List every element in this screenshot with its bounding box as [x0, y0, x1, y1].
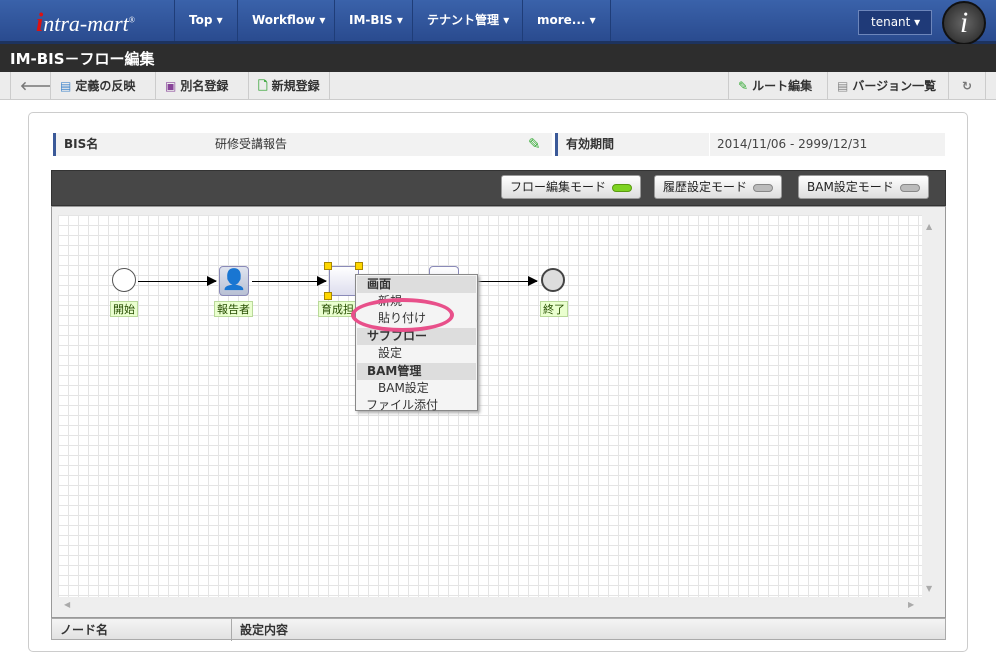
highlight-ellipse [351, 298, 454, 332]
scroll-right-icon[interactable]: ▶ [908, 600, 915, 609]
intra-mart-logo[interactable]: intra-mart® [36, 8, 135, 37]
back-button[interactable]: 🡐 [10, 72, 53, 100]
pencil-icon: ✎ [738, 79, 749, 93]
scroll-down-icon[interactable]: ▼ [926, 584, 933, 593]
tenant-dropdown[interactable]: tenant ▾ [858, 10, 932, 35]
route-edit-button[interactable]: ✎ルート編集 [728, 72, 821, 100]
bam-mode-button[interactable]: BAM設定モード [798, 175, 929, 199]
nav-im-bis[interactable]: IM-BIS ▾ [334, 0, 417, 41]
bis-name-label: BIS名 [53, 133, 208, 156]
new-file-icon: 🗋 [258, 79, 268, 93]
trainer-node[interactable] [329, 266, 359, 296]
refresh-icon: ↻ [961, 79, 973, 93]
flow-edit-mode-button[interactable]: フロー編集モード [501, 175, 642, 199]
selection-handle[interactable] [355, 262, 363, 270]
scroll-left-icon[interactable]: ◀ [64, 600, 71, 609]
flow-arrow[interactable] [478, 276, 538, 286]
edit-form-icon: ▣ [165, 79, 177, 93]
menu-header-screen: 画面 [357, 276, 476, 293]
flow-arrow[interactable] [252, 276, 327, 286]
canvas-header [51, 170, 946, 206]
nav-tenant-admin[interactable]: テナント管理 ▾ [412, 0, 523, 41]
selection-handle[interactable] [324, 292, 332, 300]
refresh-button[interactable]: ↻ [948, 72, 986, 100]
arrow-left-icon: 🡐 [20, 79, 53, 93]
node-table-header: ノード名 設定内容 [51, 618, 946, 641]
end-node-label: 終了 [540, 301, 568, 317]
reporter-node[interactable]: 👤 [219, 266, 249, 296]
active-indicator [612, 183, 633, 192]
end-node[interactable] [541, 268, 565, 292]
column-node-name: ノード名 [52, 619, 232, 641]
version-list-button[interactable]: ▤バージョン一覧 [827, 72, 945, 100]
inactive-indicator [899, 183, 920, 192]
menu-item-settings[interactable]: 設定 [378, 346, 403, 360]
context-menu: 画面 新規 貼り付け サブフロー 設定 BAM管理 BAM設定 ファイル添付 [355, 274, 478, 412]
reporter-node-label: 報告者 [214, 301, 253, 317]
reflect-button[interactable]: ▤定義の反映 [50, 72, 144, 100]
menu-header-subflow: サブフロー [357, 328, 476, 345]
selection-handle[interactable] [324, 262, 332, 270]
flow-canvas[interactable] [58, 215, 922, 597]
alias-button[interactable]: ▣別名登録 [155, 72, 237, 100]
menu-item-bam-settings[interactable]: BAM設定 [378, 381, 429, 395]
toolbar: 🡐 ▤定義の反映 ▣別名登録 🗋新規登録 ✎ルート編集 ▤バージョン一覧 ↻ [0, 72, 996, 100]
person-icon: 👤 [221, 267, 247, 291]
period-value: 2014/11/06 - 2999/12/31 [710, 133, 945, 156]
page-title: IM-BIS－フロー編集 [0, 44, 996, 72]
server-icon: ▤ [60, 79, 72, 93]
scroll-up-icon[interactable]: ▲ [926, 222, 933, 231]
list-icon: ▤ [837, 79, 849, 93]
period-label: 有効期間 [555, 133, 709, 156]
pencil-icon[interactable]: ✎ [528, 135, 541, 153]
start-node-label: 開始 [110, 301, 138, 317]
new-register-button[interactable]: 🗋新規登録 [248, 72, 330, 100]
menu-item-attach-file[interactable]: ファイル添付 [366, 398, 439, 412]
user-menu-icon[interactable]: i [942, 1, 986, 45]
nav-workflow[interactable]: Workflow ▾ [237, 0, 339, 41]
nav-more[interactable]: more... ▾ [522, 0, 611, 41]
top-nav [0, 0, 996, 44]
inactive-indicator [753, 183, 774, 192]
history-mode-button[interactable]: 履歴設定モード [654, 175, 783, 199]
bis-name-value: 研修受講報告 [208, 133, 552, 156]
menu-header-bam: BAM管理 [357, 363, 476, 380]
flow-arrow[interactable] [138, 276, 217, 286]
column-settings: 設定内容 [240, 623, 289, 637]
nav-top[interactable]: Top ▾ [174, 0, 237, 41]
trainer-node-label: 育成担 [318, 301, 358, 317]
start-node[interactable] [112, 268, 136, 292]
